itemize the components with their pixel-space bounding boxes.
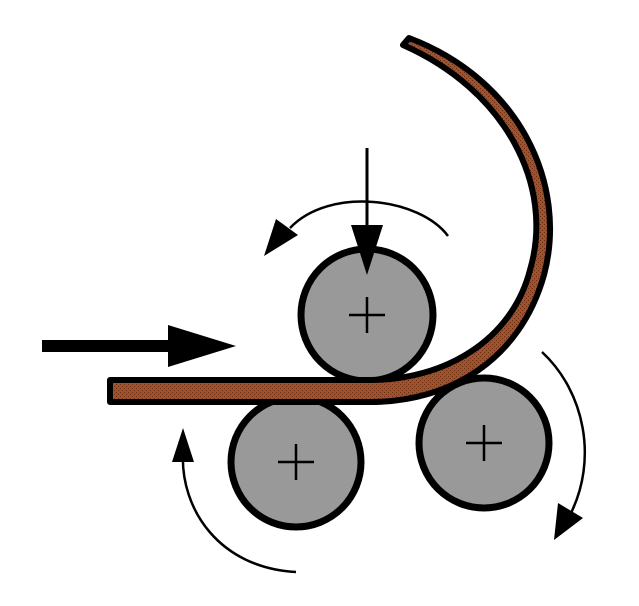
roller-center-cross xyxy=(278,444,314,480)
roller-center-cross xyxy=(466,425,502,461)
rotation-arrow-top xyxy=(264,200,450,256)
roller-bottom-right xyxy=(415,374,553,512)
bent-plate xyxy=(107,35,554,405)
rotation-arrow-bottom-right xyxy=(541,351,587,540)
feed-direction-arrow xyxy=(42,325,236,367)
rotation-arrow-bottom-left xyxy=(172,428,297,574)
applied-force-arrow xyxy=(351,148,383,275)
roller-center-cross xyxy=(349,297,385,333)
roller-bottom-left xyxy=(227,393,365,531)
